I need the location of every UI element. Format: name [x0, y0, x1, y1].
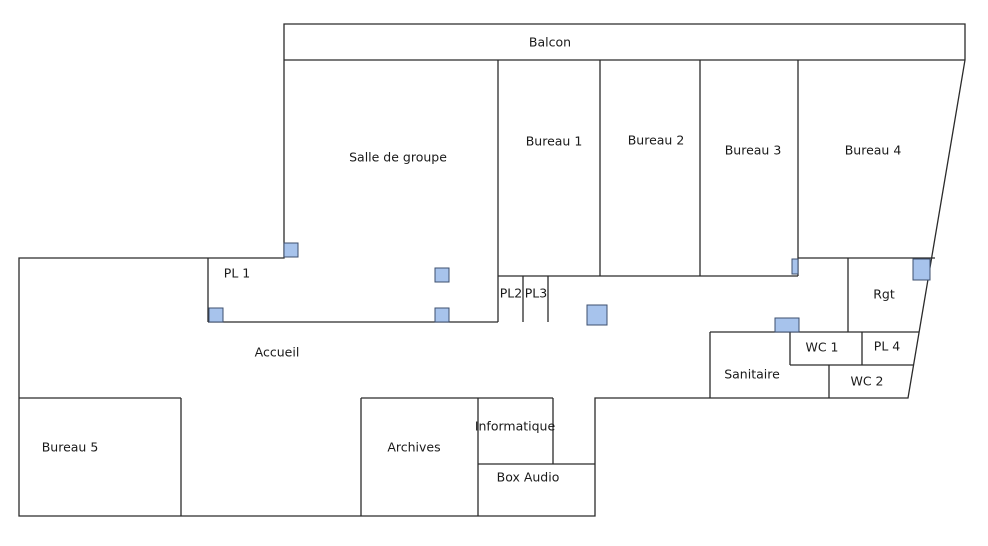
room-label-box-audio: Box Audio	[497, 470, 560, 485]
room-label-bureau-4: Bureau 4	[845, 143, 902, 158]
room-label-balcon: Balcon	[529, 35, 571, 50]
room-label-bureau-3: Bureau 3	[725, 143, 782, 158]
pillar	[586, 304, 608, 326]
room-label-bureau-2: Bureau 2	[628, 133, 685, 148]
pillar	[208, 307, 224, 323]
room-label-pl-3: PL3	[525, 286, 547, 301]
room-label-bureau-5: Bureau 5	[42, 440, 99, 455]
room-label-pl-4: PL 4	[874, 339, 900, 354]
pillar	[791, 258, 799, 275]
room-label-rgt: Rgt	[873, 287, 895, 302]
room-label-salle-de-groupe: Salle de groupe	[349, 150, 447, 165]
pillar	[774, 317, 800, 333]
room-label-bureau-1: Bureau 1	[526, 134, 583, 149]
room-label-pl-2: PL2	[500, 286, 522, 301]
pillar	[283, 242, 299, 258]
room-label-wc-1: WC 1	[805, 340, 838, 355]
pillar	[434, 267, 450, 283]
room-label-archives: Archives	[387, 440, 440, 455]
room-label-wc-2: WC 2	[850, 374, 883, 389]
room-label-pl-1: PL 1	[224, 266, 250, 281]
room-label-accueil: Accueil	[255, 345, 300, 360]
pillar	[912, 258, 931, 281]
building-outline	[18, 23, 966, 517]
room-label-sanitaire: Sanitaire	[724, 367, 780, 382]
room-label-informatique: Informatique	[475, 419, 556, 434]
pillar	[434, 307, 450, 323]
